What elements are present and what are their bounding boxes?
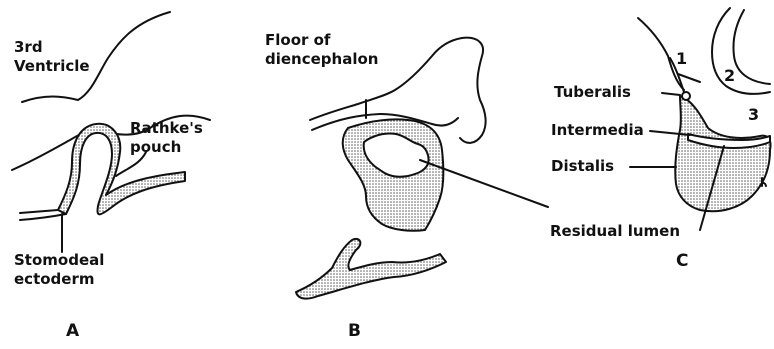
panel-c-right-lobe: [712, 8, 770, 94]
label-third-ventricle: 3rd Ventricle: [14, 38, 90, 76]
label-intermedia: Intermedia: [551, 121, 644, 140]
label-distalis: Distalis: [551, 157, 614, 176]
panel-b-drawing: [296, 38, 548, 299]
label-tuberalis: Tuberalis: [554, 83, 631, 102]
panel-b-letter: B: [348, 321, 361, 341]
label-floor-of-diencephalon: Floor of diencephalon: [265, 31, 378, 69]
panel-c-tuberalis-leader: [662, 93, 680, 95]
panel-b-stomodeal-ectoderm: [296, 239, 446, 299]
region-number-3: 3: [748, 105, 759, 124]
panel-a-letter: A: [66, 321, 79, 341]
region-number-1: 1: [676, 49, 687, 68]
label-rathkes-pouch: Rathke's pouch: [130, 119, 203, 157]
panel-c-letter: C: [676, 251, 688, 271]
panel-a-stomodeal-line: [20, 210, 58, 213]
panel-c-tuberalis-node: [682, 92, 690, 100]
label-stomodeal-ectoderm: Stomodeal ectoderm: [14, 251, 104, 289]
label-residual-lumen: Residual lumen: [550, 222, 680, 241]
panel-a-stomodeal-line-lower: [20, 214, 66, 220]
panel-c-right-lobe-inner: [733, 10, 770, 84]
panel-c-label-1-leader: [678, 74, 700, 82]
region-number-2: 2: [724, 66, 735, 85]
